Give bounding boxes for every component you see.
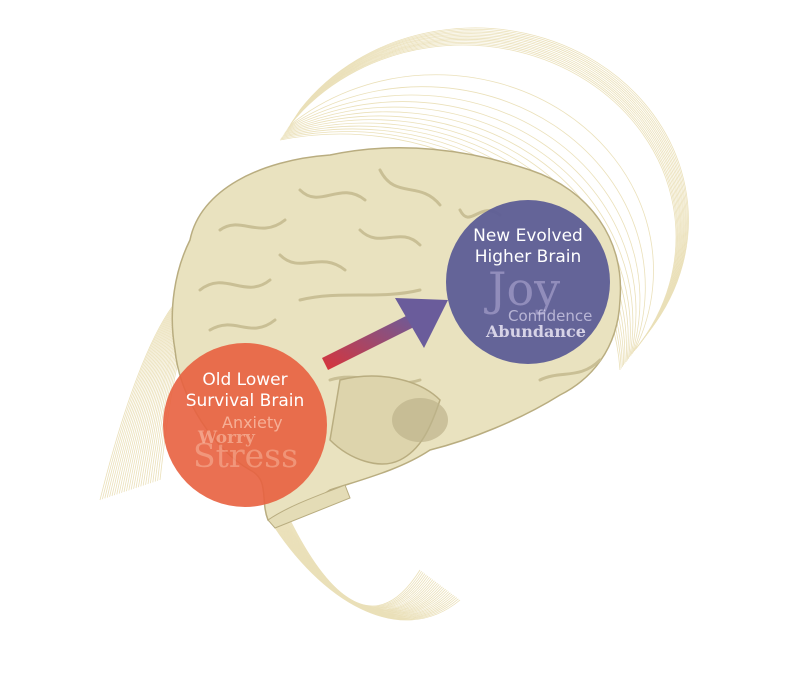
spinal-cord [267,484,351,529]
wave-line [277,519,445,615]
wave-line [274,519,451,617]
new-brain-title-line2: Higher Brain [474,247,582,267]
wave-line [298,28,688,332]
wave-line [286,106,634,358]
arrow-icon [322,298,448,370]
old-brain-title-line2: Survival Brain [185,391,305,411]
wave-line [285,111,631,359]
wave-line [280,519,440,613]
new-brain-title-line1: New Evolved [473,226,583,246]
word-abundance: Abundance [486,322,586,341]
wave-line [288,86,646,353]
new-brain-circle [446,200,610,364]
wave-line [287,94,641,355]
wave-line [280,519,438,613]
wave-line [297,31,686,336]
brain-folds [198,168,602,385]
wave-line [294,37,682,342]
word-worry: Worry [198,428,255,448]
wave-line [293,38,681,344]
wave-line [289,74,654,351]
wave-line [284,115,629,361]
wave-line [291,41,679,347]
word-confidence: Confidence [508,307,593,325]
wave-line [298,30,687,334]
word-joy: Joy [488,262,561,316]
wave-line [272,519,456,619]
wave-line [292,40,680,345]
wave-line [289,519,421,607]
word-anxiety: Anxiety [222,413,283,432]
new-brain-label: New Evolved Higher Brain [446,226,610,268]
old-brain-label: Old Lower Survival Brain [163,370,327,412]
wave-line [294,36,683,340]
wave-line [290,44,677,350]
wave-line [295,34,684,339]
old-brain-circle [163,343,327,507]
wave-line [287,101,637,356]
wave-line [299,27,689,331]
old-brain-title-line1: Old Lower [202,370,288,390]
wave-line [290,43,678,348]
cerebellum-shadow [392,398,448,442]
word-stress: Stress [193,436,299,475]
wave-line [275,519,450,617]
wave-line [296,33,685,337]
